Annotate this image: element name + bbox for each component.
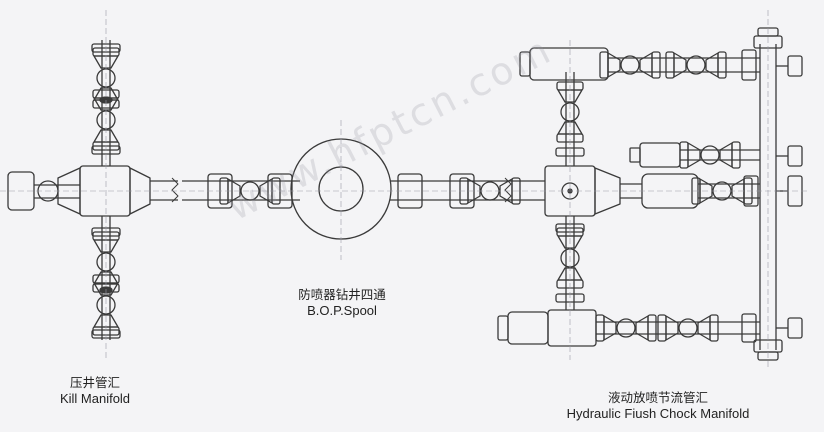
kill-upper-valve-stack (91, 40, 121, 166)
kill-manifold-label: 压井管汇 Kill Manifold (40, 375, 150, 407)
choke-upper-stack (555, 72, 585, 166)
choke-manifold-label-en: Hydraulic Fiush Chock Manifold (566, 406, 750, 421)
choke-lower-stack (555, 216, 585, 310)
bop-spool-label-cn: 防喷器钻井四通 (298, 287, 386, 302)
kill-manifold (7, 40, 179, 340)
centre-lines (0, 10, 810, 370)
bop-spool-label: 防喷器钻井四通 B.O.P.Spool (262, 287, 422, 319)
choke-bottom-line (497, 309, 760, 347)
choke-actuator-branch (629, 141, 760, 169)
choke-top-line (519, 47, 760, 81)
choke-manifold-label: 液动放喷节流管汇 Hydraulic Fiush Chock Manifold (528, 390, 788, 422)
kill-manifold-label-cn: 压井管汇 (69, 375, 120, 390)
kill-manifold-label-en: Kill Manifold (59, 391, 131, 406)
bop-to-choke-line (390, 173, 545, 209)
bop-spool-label-en: B.O.P.Spool (307, 303, 377, 318)
choke-right-header (753, 27, 803, 361)
choke-manifold-label-cn: 液动放喷节流管汇 (607, 390, 708, 405)
choke-manifold (497, 27, 803, 361)
kill-right-outlet (129, 167, 179, 215)
